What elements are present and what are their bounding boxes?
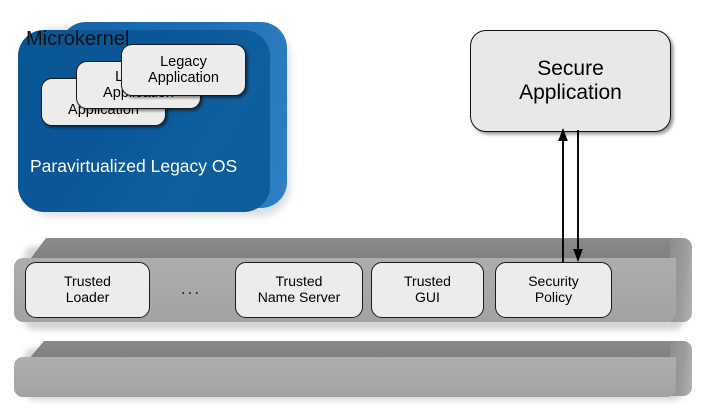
trusted-service-security-policy[interactable]: Security Policy [495,262,612,318]
microkernel-front-face [14,357,676,397]
trusted-service-trusted-loader[interactable]: Trusted Loader [25,262,150,318]
trusted-service-trusted-gui[interactable]: Trusted GUI [371,262,484,318]
microkernel-layer [14,338,694,400]
secure-application-box[interactable]: Secure Application [470,30,671,132]
services-ellipsis: ... [180,279,202,299]
microkernel-label: Microkernel [26,27,130,50]
trusted-service-trusted-name-server[interactable]: Trusted Name Server [235,262,363,318]
legacy-vm-label: Paravirtualized Legacy OS [30,156,238,177]
legacy-application-box-1[interactable]: Legacy Application [121,44,246,96]
microkernel-top-face [28,341,690,360]
